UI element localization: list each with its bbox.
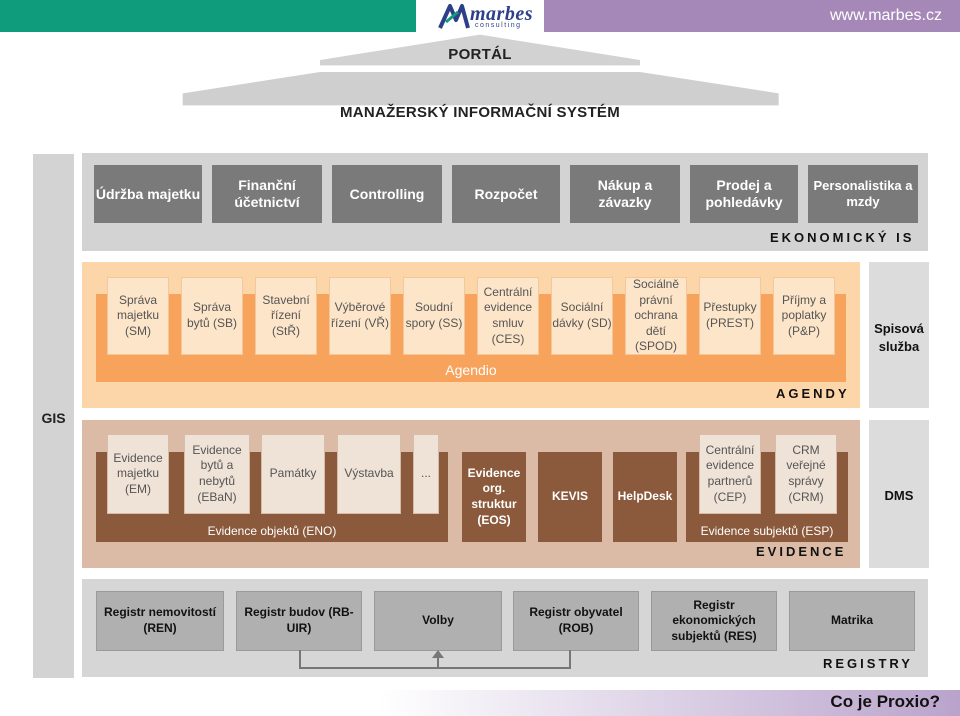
agendio-label: Agendio xyxy=(445,362,497,378)
spisova-sluzba-panel xyxy=(869,262,929,408)
registr-obyvatel: Registr obyvatel (ROB) xyxy=(513,591,639,651)
agenda-soudni-spory: Soudní spory (SS) xyxy=(403,277,465,355)
evidence-partneru: Centrální evidence partnerů (CEP) xyxy=(699,434,761,514)
evidence-pamatky: Památky xyxy=(261,434,325,514)
module-rozpocet: Rozpočet xyxy=(452,165,560,223)
module-prodej: Prodej a pohledávky xyxy=(690,165,798,223)
agendy-label: AGENDY xyxy=(776,386,850,401)
module-personalistika: Personalistika a mzdy xyxy=(808,165,918,223)
evidence-bytu-nebytu: Evidence bytů a nebytů (EBaN) xyxy=(184,434,250,514)
agenda-spod: Sociálně právní ochrana dětí (SPOD) xyxy=(625,277,687,355)
logo-text: marbes xyxy=(470,3,533,25)
agenda-sprava-majetku: Správa majetku (SM) xyxy=(107,277,169,355)
volby-box: Volby xyxy=(374,591,502,651)
header-bar-purple xyxy=(544,0,960,32)
economic-is-label: EKONOMICKÝ IS xyxy=(770,230,915,245)
agenda-vyberove-rizeni: Výběrové řízení (VŘ) xyxy=(329,277,391,355)
dms-panel xyxy=(869,420,929,568)
crm-verejne-spravy: CRM veřejné správy (CRM) xyxy=(775,434,837,514)
evidence-vystavba: Výstavba xyxy=(337,434,401,514)
logo-subtitle: consulting xyxy=(475,22,522,29)
agenda-sprava-bytu: Správa bytů (SB) xyxy=(181,277,243,355)
header-bar-green xyxy=(0,0,416,32)
registr-nemovitosti: Registr nemovitostí (REN) xyxy=(96,591,224,651)
module-nakup: Nákup a závazky xyxy=(570,165,680,223)
spisova-sluzba-label: Spisová služba xyxy=(874,321,924,355)
agenda-socialni-davky: Sociální dávky (SD) xyxy=(551,277,613,355)
footer-bar xyxy=(380,690,960,716)
module-controlling: Controlling xyxy=(332,165,442,223)
module-udrzba-majetku: Údržba majetku xyxy=(94,165,202,223)
mis-roof xyxy=(182,72,779,106)
evidence-label: EVIDENCE xyxy=(756,544,847,559)
portal-title: PORTÁL xyxy=(448,46,512,63)
logo-mark-icon xyxy=(438,4,470,29)
footer-title: Co je Proxio? xyxy=(830,692,940,711)
gis-panel xyxy=(33,154,74,678)
mis-title: MANAŽERSKÝ INFORMAČNÍ SYSTÉM xyxy=(339,104,621,121)
logo xyxy=(418,0,542,32)
agenda-stavebni-rizeni: Stavební řízení (StŘ) xyxy=(255,277,317,355)
agenda-centralni-evidence-smluv: Centrální evidence smluv (CES) xyxy=(477,277,539,355)
portal-roof xyxy=(320,34,640,66)
evidence-majetku: Evidence majetku (EM) xyxy=(107,434,169,514)
registr-ekonomickych-subjektu: Registr ekonomických subjektů (RES) xyxy=(651,591,777,651)
agenda-prestupky: Přestupky (PREST) xyxy=(699,277,761,355)
dms-label: DMS xyxy=(884,488,914,503)
esp-label: Evidence subjektů (ESP) xyxy=(700,524,834,538)
helpdesk-box: HelpDesk xyxy=(613,452,677,542)
evidence-org-struktur: Evidence org. struktur (EOS) xyxy=(462,452,526,542)
registry-label: REGISTRY xyxy=(823,656,913,671)
evidence-more: ... xyxy=(413,434,439,514)
gis-label: GIS xyxy=(41,410,66,426)
agenda-prijmy-poplatky: Příjmy a poplatky (P&P) xyxy=(773,277,835,355)
registr-budov: Registr budov (RB-UIR) xyxy=(236,591,362,651)
module-financni-ucetnictvi: Finanční účetnictví xyxy=(212,165,322,223)
registry-connector-arrow-icon xyxy=(299,650,571,669)
kevis-box: KEVIS xyxy=(538,452,602,542)
roof-shapes xyxy=(182,34,779,106)
website-url: www.marbes.cz xyxy=(829,7,942,24)
matrika-box: Matrika xyxy=(789,591,915,651)
eno-label: Evidence objektů (ENO) xyxy=(207,524,337,538)
